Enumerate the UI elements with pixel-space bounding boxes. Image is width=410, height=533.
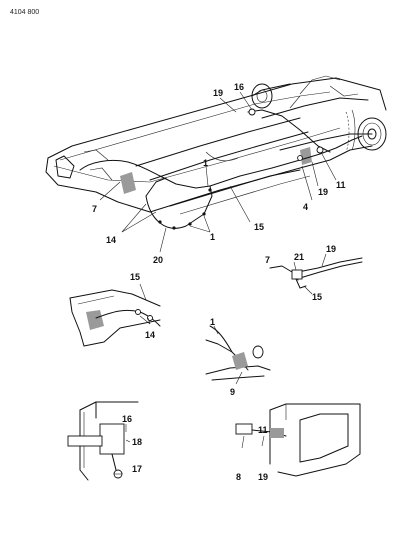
detail-crossmember-clips <box>69 283 161 347</box>
callout-1-guide: 1 <box>210 317 215 327</box>
callout-1-main-top: 1 <box>203 158 208 168</box>
callout-8-bracket: 8 <box>236 472 241 482</box>
callout-15-crossmember: 15 <box>130 272 140 282</box>
callout-4-main: 4 <box>303 202 308 212</box>
callout-14-main: 14 <box>106 235 116 245</box>
callout-11-main: 11 <box>336 180 346 190</box>
callout-16-mount: 16 <box>122 414 132 424</box>
detail-cable-connector <box>269 253 363 295</box>
callout-18-mount: 18 <box>132 437 142 447</box>
callout-14-crossmember: 14 <box>145 330 155 340</box>
detail-rear-cable-bracket <box>235 403 361 477</box>
callout-9-guide: 9 <box>230 387 235 397</box>
callout-16-main: 16 <box>234 82 244 92</box>
callout-15-detail: 15 <box>312 292 322 302</box>
callout-15-main: 15 <box>254 222 264 232</box>
detail-lever-mount <box>67 401 139 481</box>
callout-19-detail: 19 <box>326 244 336 254</box>
callout-19-bracket: 19 <box>258 472 268 482</box>
callout-21-detail: 21 <box>294 252 304 262</box>
callout-17-mount: 17 <box>132 464 142 474</box>
callout-19-main-right: 19 <box>318 187 328 197</box>
diagram-code: 4104 800 <box>10 9 39 16</box>
main-floorpan-view <box>45 75 387 253</box>
callout-7-main: 7 <box>92 204 97 214</box>
callout-20-main: 20 <box>153 255 163 265</box>
callout-19-main-top: 19 <box>213 88 223 98</box>
callout-1-main-bottom: 1 <box>210 232 215 242</box>
detail-guide-bracket <box>205 325 271 385</box>
callout-11-bracket: 11 <box>258 425 268 435</box>
callout-7-detail: 7 <box>265 255 270 265</box>
